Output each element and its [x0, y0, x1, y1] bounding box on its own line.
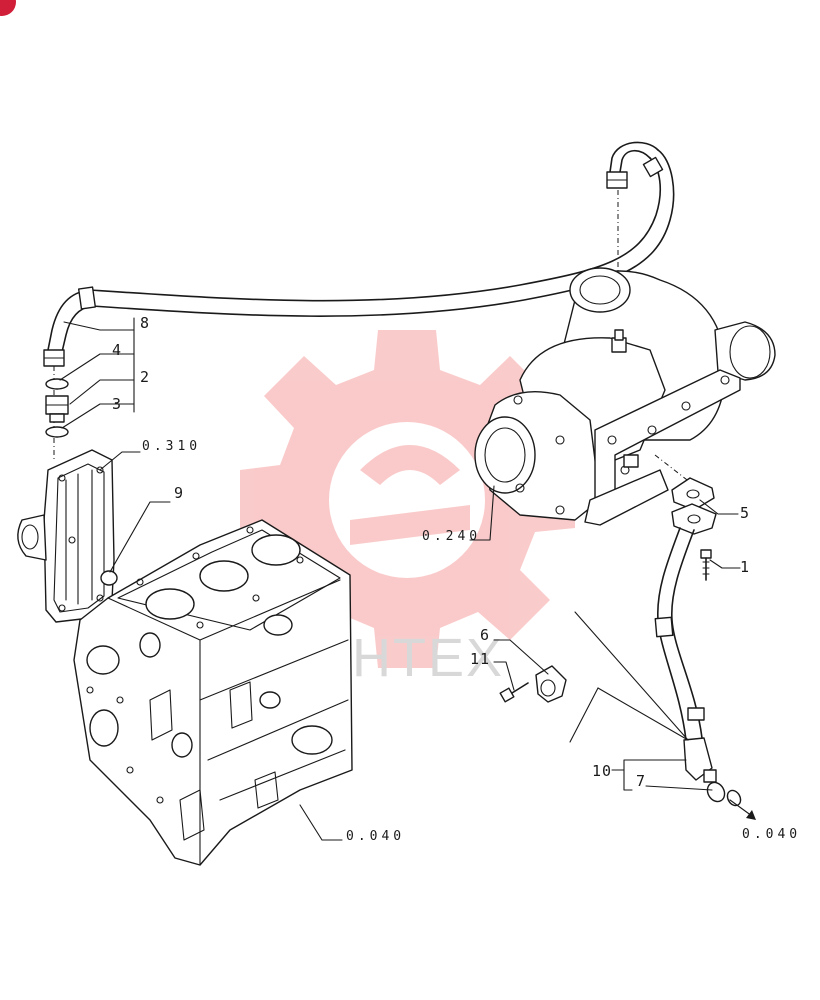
callout-3: 3	[112, 395, 122, 413]
callout-11: 11	[470, 650, 490, 668]
callout-2: 2	[140, 368, 150, 386]
callout-4: 4	[112, 341, 122, 359]
clamp-bracket-6	[535, 665, 567, 703]
oil-feed-pipe	[43, 141, 675, 367]
ref-engine-block: 0.040	[346, 829, 405, 844]
o-ring-9	[100, 570, 118, 586]
callout-10: 10	[592, 762, 612, 780]
gasket-5	[671, 477, 715, 511]
callout-6: 6	[480, 626, 490, 644]
bolt-1	[700, 549, 712, 581]
turbocharger	[474, 267, 776, 526]
callout-8: 8	[140, 314, 150, 332]
callout-9: 9	[174, 484, 184, 502]
adapter-fitting-group	[45, 378, 69, 438]
leader-lines	[59, 317, 756, 841]
ref-drain-outlet: 0.040	[742, 827, 801, 842]
ref-cover: 0.310	[142, 439, 201, 454]
callout-1: 1	[740, 558, 750, 576]
callout-7: 7	[636, 772, 646, 790]
corner-badge-icon	[0, 0, 16, 16]
oil-drain-pipe	[654, 503, 717, 783]
engine-block	[73, 519, 353, 866]
assembly-axis-gasket	[654, 454, 701, 491]
ref-turbocharger: 0.240	[422, 529, 481, 544]
sealing-rings-7	[706, 781, 742, 807]
callout-5: 5	[740, 504, 750, 522]
bolt-11	[499, 682, 529, 703]
oil-cooler-cover	[17, 449, 115, 623]
